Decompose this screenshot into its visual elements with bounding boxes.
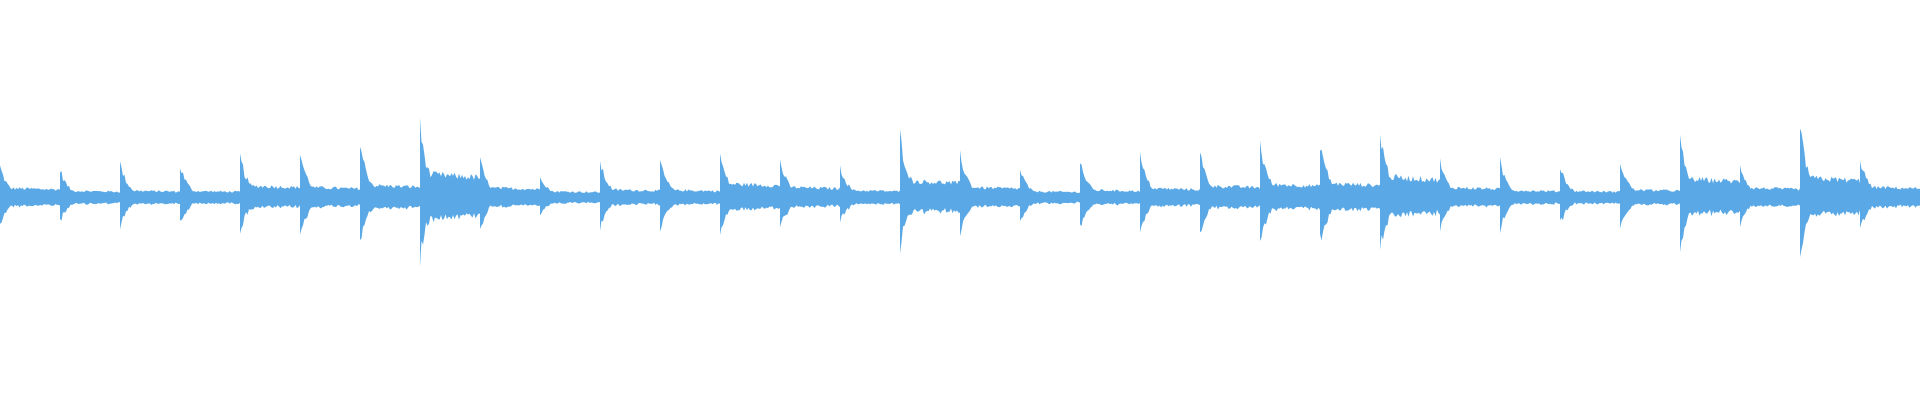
waveform-segment [900,129,960,254]
waveform-segment [1620,163,1680,229]
waveform-segment [960,150,1020,237]
waveform-segment [180,168,240,221]
waveform-segment [1380,134,1440,251]
waveform-segment [540,177,600,216]
waveform-segment [1800,128,1860,258]
waveform-segment [1680,134,1740,253]
waveform-segment [1740,165,1800,228]
waveform-segment [300,155,360,235]
waveform-segment [1500,157,1560,234]
waveform-segment [660,160,720,232]
waveform-segment [840,165,900,223]
waveform-segment [480,157,540,229]
waveform-segment [780,159,840,228]
waveform-segment [240,153,300,234]
waveform-segment [1260,140,1320,241]
waveform-segment [1200,152,1260,233]
waveform-segment [60,171,120,221]
waveform-segment [120,161,180,230]
waveform-segment [0,165,60,224]
waveform-segment [600,160,660,231]
waveform-segment [1080,163,1140,227]
waveform-segment [420,117,480,268]
waveform-segment [1320,149,1380,241]
waveform-segment [720,153,780,235]
waveform-segment [1560,169,1620,221]
waveform-segment [1440,158,1500,232]
waveform-segment [360,146,420,240]
waveform-segment [1020,169,1080,221]
waveform-segment [1860,160,1920,228]
waveform-segment [1140,151,1200,233]
